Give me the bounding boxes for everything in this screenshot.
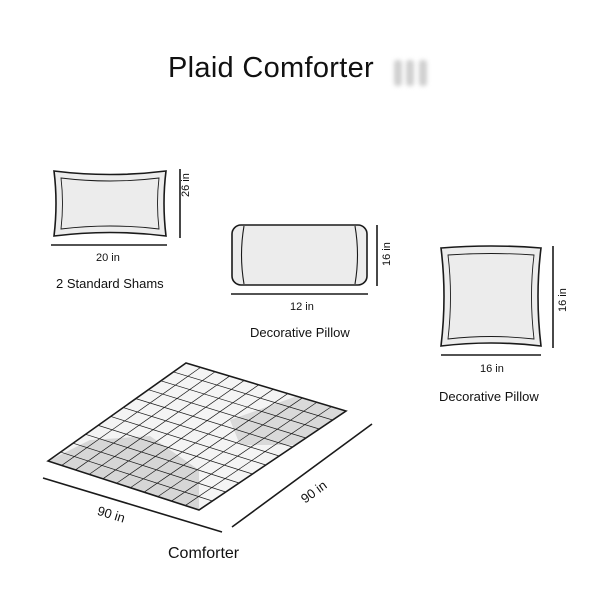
page-title: Plaid Comforter — [168, 52, 374, 84]
comforter-length-line — [231, 423, 373, 528]
plaid-grid-line — [173, 371, 333, 421]
right-pillow-caption: Decorative Pillow — [439, 389, 539, 404]
sham-width-label: 20 in — [96, 252, 120, 264]
blurred-logo — [392, 60, 434, 86]
right-pillow-height-label: 16 in — [557, 288, 569, 312]
plaid-grid-line — [116, 384, 259, 484]
plaid-grid-line — [110, 416, 266, 466]
plaid-grid-line — [102, 380, 245, 480]
plaid-grid-line — [85, 433, 240, 484]
plaid-grid-line — [98, 425, 253, 475]
center-pillow-caption: Decorative Pillow — [250, 325, 350, 340]
right-pillow-drawing — [440, 245, 542, 347]
center-pillow-height-label: 16 in — [381, 242, 393, 266]
plaid-grid-line — [130, 388, 274, 489]
right-pillow-width-label: 16 in — [480, 363, 504, 375]
plaid-grid-line — [171, 401, 318, 502]
plaid-grid-line — [157, 397, 303, 497]
comforter-caption: Comforter — [168, 545, 240, 562]
plaid-grid-line — [135, 398, 293, 448]
sham-height-label: 26 in — [180, 173, 192, 197]
plaid-grid-line — [75, 371, 216, 471]
plaid-grid-line — [60, 451, 213, 502]
plaid-grid-line — [88, 375, 230, 475]
plaid-grid-line — [185, 406, 332, 506]
sham-drawing — [53, 170, 167, 237]
plaid-grid-line — [61, 367, 201, 466]
sham-caption: 2 Standard Shams — [56, 276, 164, 291]
comforter-width-line — [42, 477, 223, 533]
plaid-grid-line — [72, 442, 226, 493]
comforter-drawing — [46, 362, 348, 511]
plaid-grid-line — [143, 393, 289, 493]
center-pillow-width-label: 12 in — [290, 301, 314, 313]
plaid-grid-line — [148, 389, 307, 439]
center-pillow-drawing — [231, 224, 368, 286]
plaid-grid-line — [123, 407, 280, 457]
plaid-grid-line — [160, 380, 320, 430]
